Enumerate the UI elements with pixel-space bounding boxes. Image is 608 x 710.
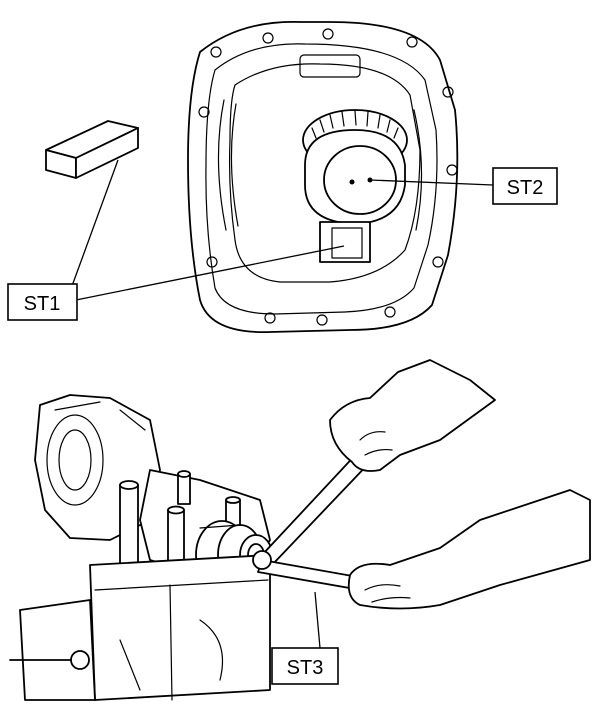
st2-leader <box>369 179 494 186</box>
svg-text:ST3: ST3 <box>287 657 324 679</box>
st3-label: ST3 <box>271 647 339 685</box>
st1-leader-to-block <box>71 159 119 287</box>
svg-text:ST1: ST1 <box>24 293 61 315</box>
st2-tool-disk <box>304 129 406 225</box>
svg-text:ST2: ST2 <box>507 177 544 199</box>
bench-vise <box>9 554 271 701</box>
carrier-cover <box>187 21 459 333</box>
technician-hands <box>329 359 591 610</box>
st3-leader <box>314 591 321 649</box>
st2-label: ST2 <box>492 167 558 205</box>
st1-label: ST1 <box>7 283 78 321</box>
st1-in-housing <box>319 221 371 263</box>
st1-leader-to-housing <box>75 245 345 301</box>
st1-tool-block <box>45 120 139 179</box>
